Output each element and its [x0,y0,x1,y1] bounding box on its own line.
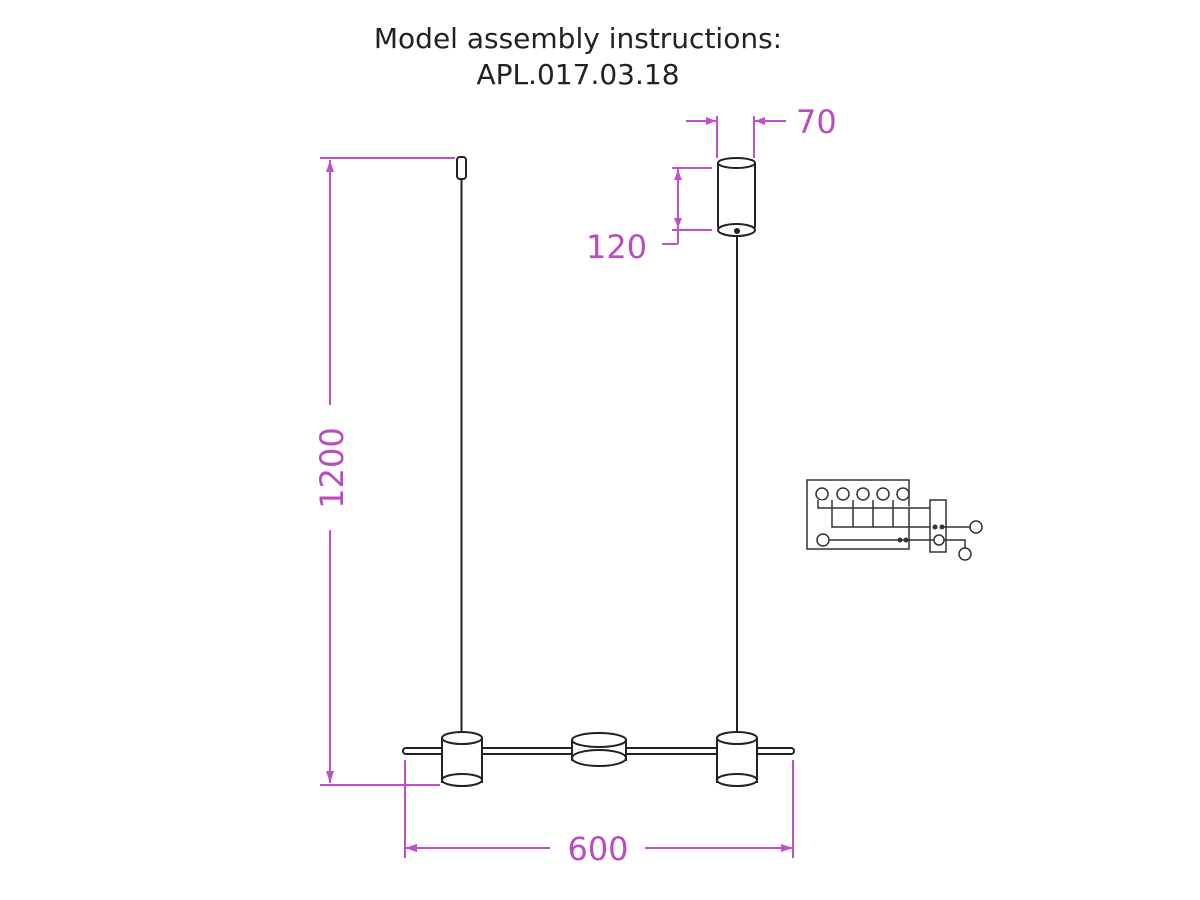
wiring-diagram [806,479,983,561]
height-label: 1200 [313,427,351,508]
title-line-1: Model assembly instructions: [374,22,782,55]
light-bar [402,731,795,787]
canopy-diameter-dimension: 70 [686,103,837,158]
left-suspension-cable [456,156,467,740]
canopy-diameter-label: 70 [796,103,837,141]
right-spot-light [716,731,758,787]
width-label: 600 [567,830,628,868]
title-line-2: APL.017.03.18 [476,58,679,91]
left-spot-light [441,731,483,787]
width-dimension: 600 [404,760,794,868]
canopy-height-dimension: 120 [586,167,712,266]
height-dimension: 1200 [313,157,455,786]
canopy [717,157,756,740]
center-driver [571,732,627,767]
canopy-height-label: 120 [586,228,647,266]
